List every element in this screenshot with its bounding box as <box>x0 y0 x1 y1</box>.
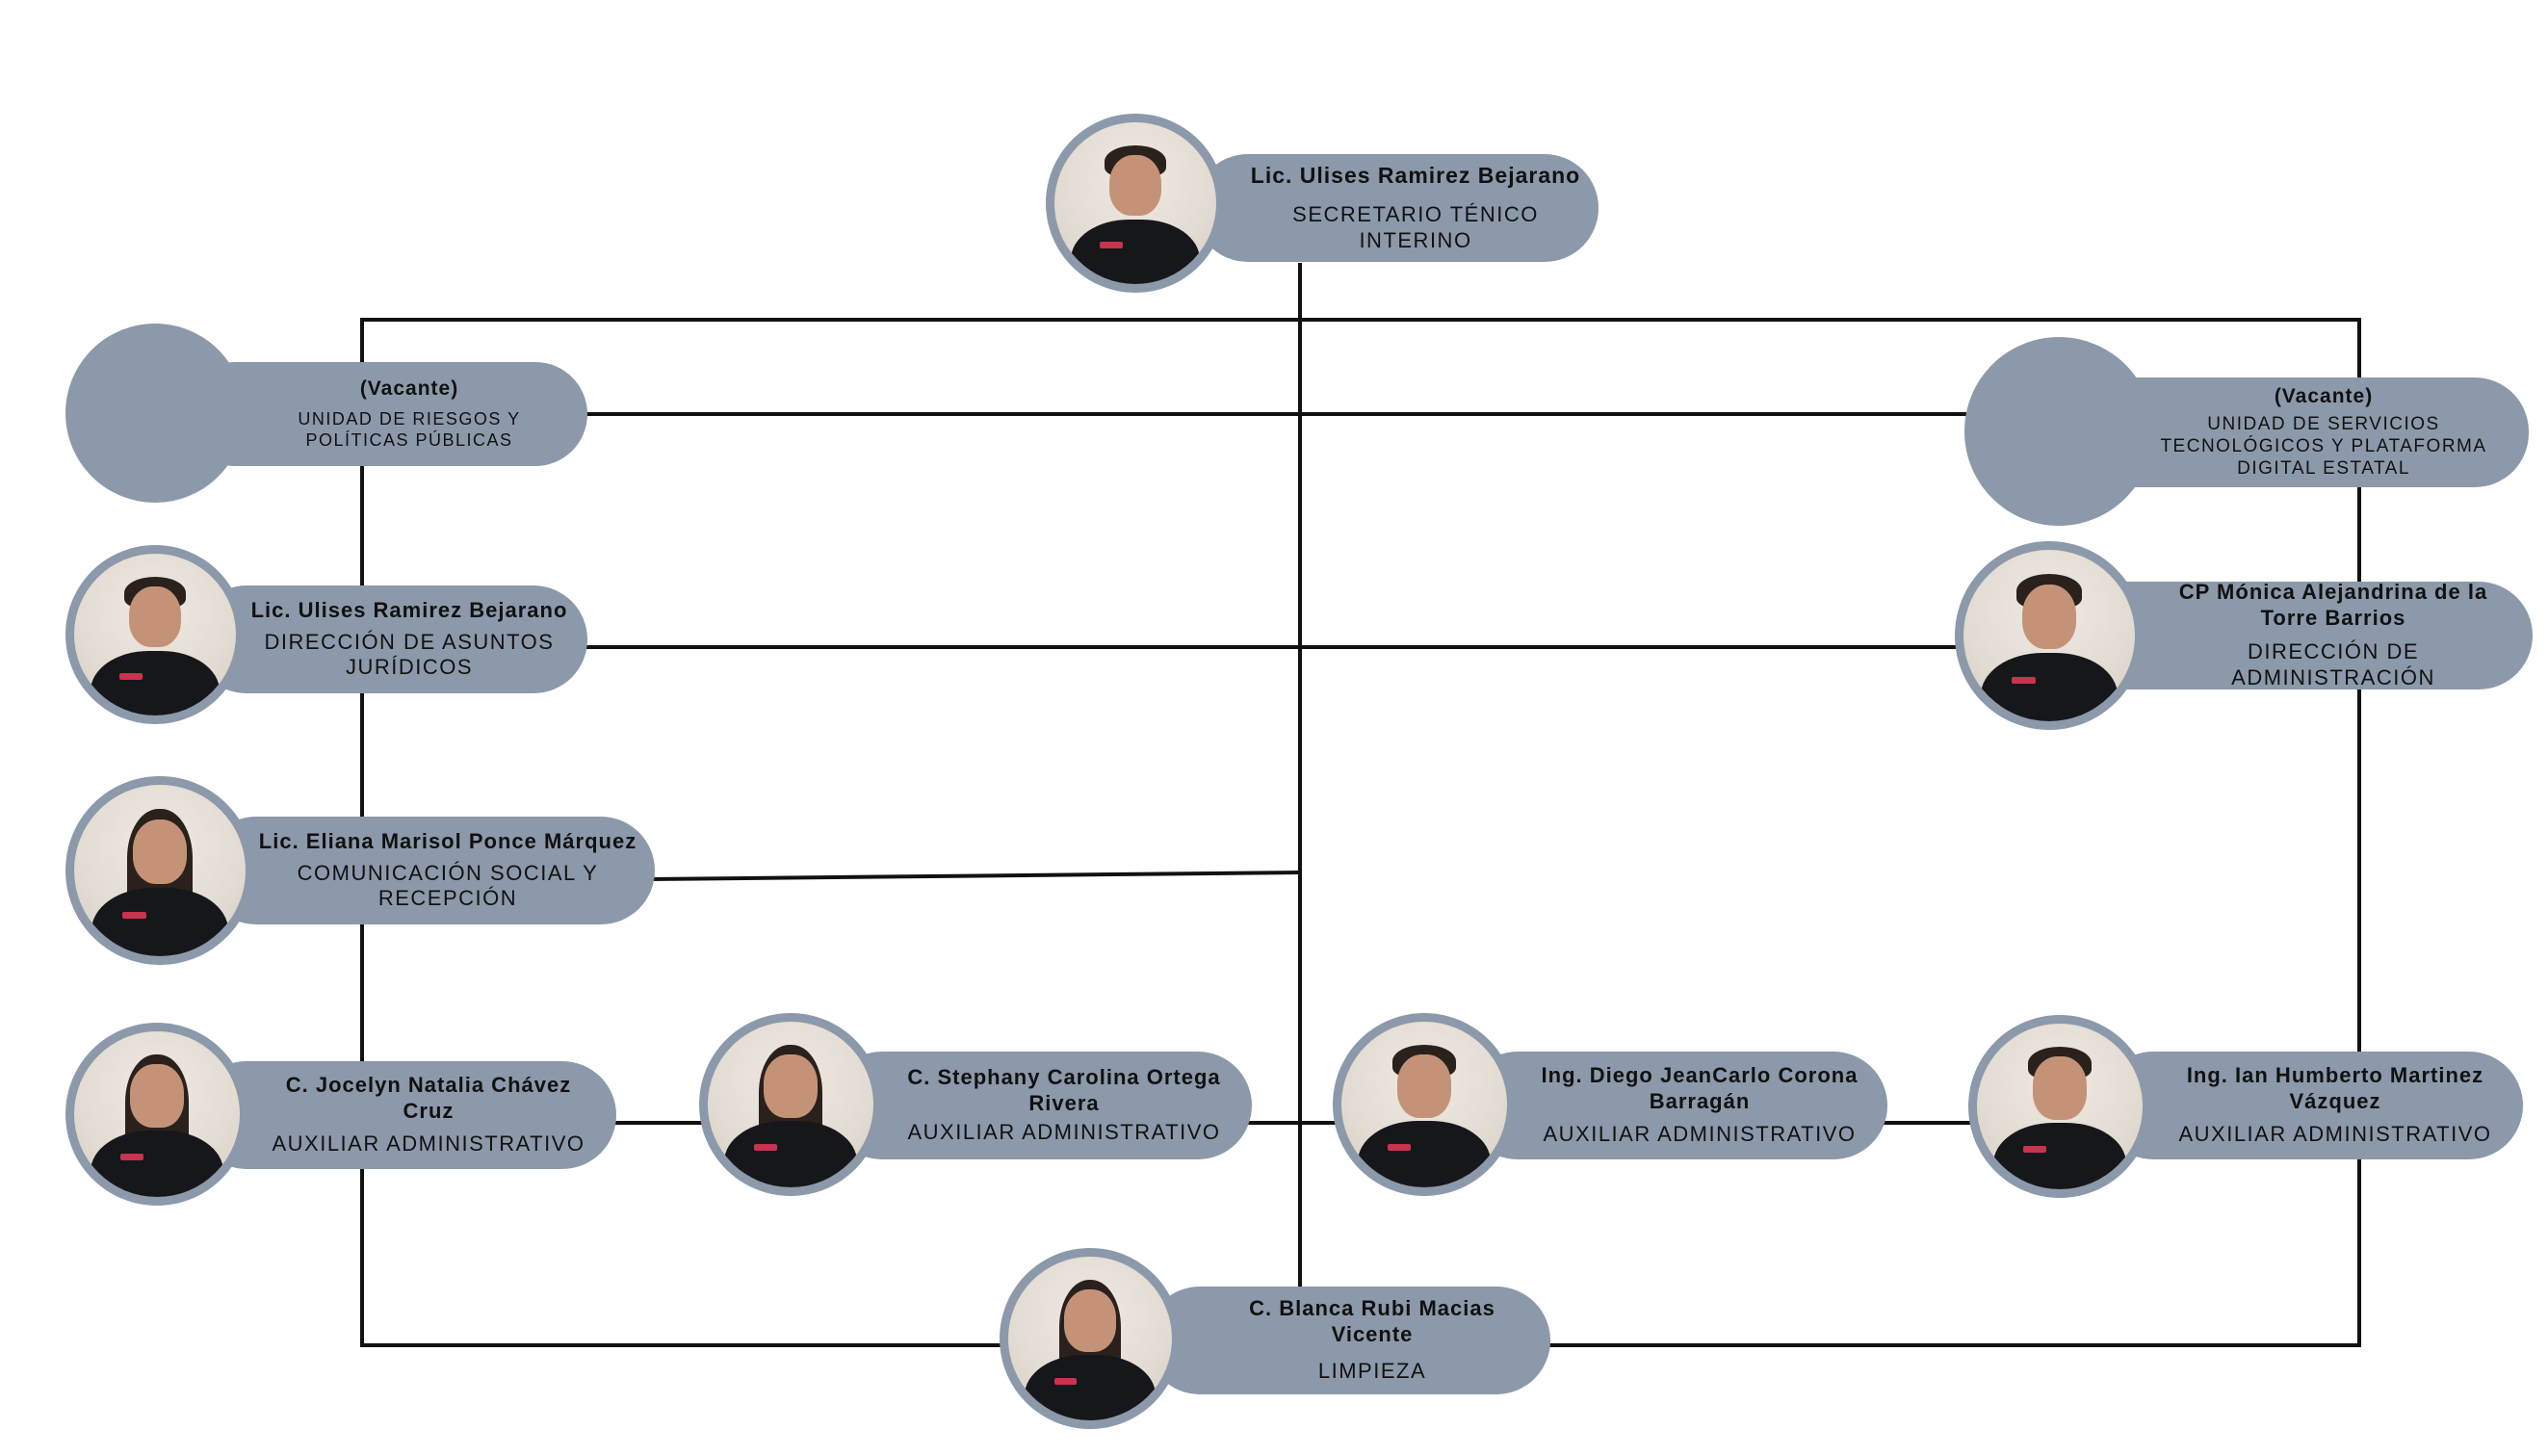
staff-role: AUXILIAR ADMINISTRATIVO <box>2178 1122 2492 1147</box>
legal-pill: Lic. Ulises Ramirez Bejarano DIRECCIÓN D… <box>193 585 587 693</box>
communication-name: Lic. Eliana Marisol Ponce Márquez <box>258 828 637 853</box>
person-photo-icon <box>1963 550 2135 721</box>
vacant-avatar <box>1964 337 2153 526</box>
staff-avatar <box>699 1013 882 1196</box>
admin-avatar <box>1955 541 2144 730</box>
head-avatar <box>1046 114 1225 293</box>
person-photo-icon <box>74 785 246 956</box>
admin-pill: CP Mónica Alejandrina de la Torre Barrio… <box>2070 580 2533 689</box>
communication-avatar <box>65 776 254 965</box>
head-pill: Lic. Ulises Ramirez Bejarano SECRETARIO … <box>1194 154 1599 262</box>
staff-avatar <box>1333 1013 1516 1196</box>
row3-line <box>647 870 1303 882</box>
head-name: Lic. Ulises Ramirez Bejarano <box>1250 163 1581 189</box>
legal-avatar <box>65 545 245 724</box>
legal-role: DIRECCIÓN DE ASUNTOS JURÍDICOS <box>264 629 555 680</box>
staff-name: Ing. Ian Humberto Martinez Vázquez <box>2186 1062 2484 1113</box>
staff-name: Ing. Diego JeanCarlo Corona Barragán <box>1541 1062 1859 1113</box>
cleaning-role: LIMPIEZA <box>1317 1359 1427 1384</box>
staff-name: C. Jocelyn Natalia Chávez Cruz <box>285 1072 572 1123</box>
admin-role: DIRECCIÓN DE ADMINISTRACIÓN <box>2231 639 2435 689</box>
staff-role: AUXILIAR ADMINISTRATIVO <box>1543 1122 1857 1147</box>
staff-pill: C. Stephany Carolina Ortega Rivera AUXIL… <box>828 1052 1252 1159</box>
cleaning-name: C. Blanca Rubi Macias Vicente <box>1249 1295 1495 1346</box>
risk-unit-name: (Vacante) <box>359 377 459 401</box>
communication-role: COMUNICACIÓN SOCIAL Y RECEPCIÓN <box>297 860 599 911</box>
vacant-avatar <box>65 324 245 503</box>
cleaning-avatar <box>1000 1248 1181 1429</box>
staff-role: AUXILIAR ADMINISTRATIVO <box>907 1120 1221 1145</box>
communication-pill: Lic. Eliana Marisol Ponce Márquez COMUNI… <box>202 817 655 924</box>
tech-unit-role: UNIDAD DE SERVICIOS TECNOLÓGICOS Y PLATA… <box>2160 414 2487 480</box>
staff-role: AUXILIAR ADMINISTRATIVO <box>272 1131 585 1157</box>
staff-avatar <box>1968 1015 2151 1198</box>
legal-name: Lic. Ulises Ramirez Bejarano <box>250 597 568 622</box>
risk-unit-pill: (Vacante) UNIDAD DE RIESGOS Y POLÍTICAS … <box>183 362 587 466</box>
cleaning-pill: C. Blanca Rubi Macias Vicente LIMPIEZA <box>1146 1287 1550 1394</box>
person-photo-icon <box>1977 1024 2143 1189</box>
risk-unit-role: UNIDAD DE RIESGOS Y POLÍTICAS PÚBLICAS <box>298 408 521 450</box>
person-photo-icon <box>1341 1022 1507 1187</box>
person-photo-icon <box>708 1022 873 1187</box>
staff-name: C. Stephany Carolina Ortega Rivera <box>907 1064 1221 1115</box>
tech-unit-name: (Vacante) <box>2274 385 2374 408</box>
person-photo-icon <box>74 554 236 715</box>
staff-pill: Ing. Ian Humberto Martinez Vázquez AUXIL… <box>2099 1052 2523 1159</box>
head-role: SECRETARIO TÉNICO INTERINO <box>1292 202 1539 253</box>
person-photo-icon <box>1054 122 1216 284</box>
staff-pill: Ing. Diego JeanCarlo Corona Barragán AUX… <box>1464 1052 1887 1159</box>
person-photo-icon <box>1008 1257 1172 1420</box>
person-photo-icon <box>74 1031 240 1197</box>
admin-name: CP Mónica Alejandrina de la Torre Barrio… <box>2178 580 2488 631</box>
staff-avatar <box>65 1023 248 1206</box>
staff-pill: C. Jocelyn Natalia Chávez Cruz AUXILIAR … <box>193 1061 616 1169</box>
